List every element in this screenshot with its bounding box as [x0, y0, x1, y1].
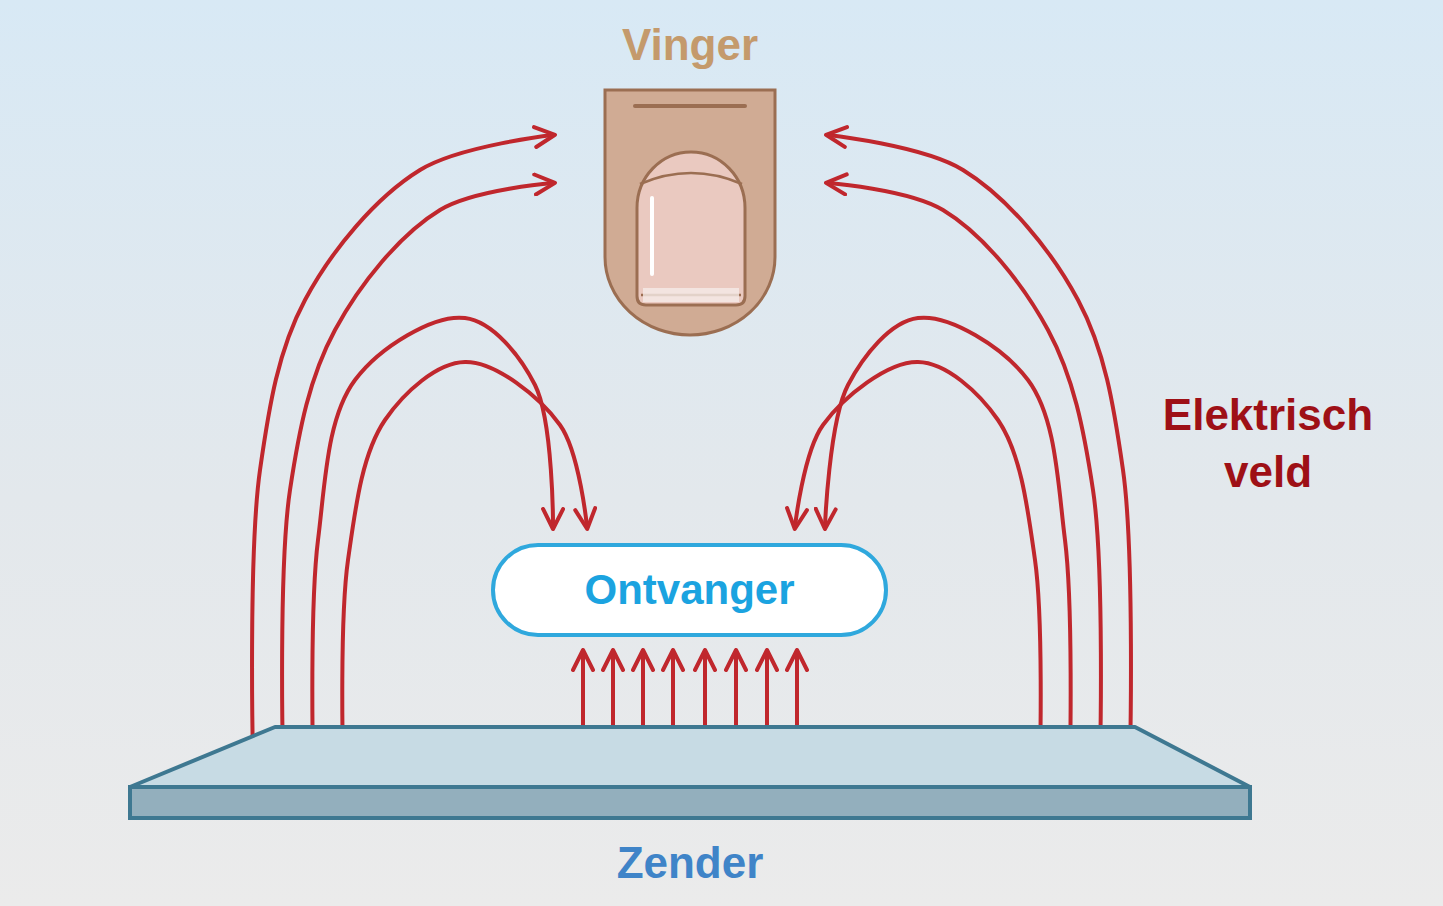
- finger-crease: [635, 104, 745, 108]
- field-line: [252, 135, 553, 757]
- node-label: Zender: [617, 838, 764, 889]
- fingernail: [637, 152, 745, 305]
- finger-node: Vinger: [585, 12, 795, 342]
- text-wrap: Vinger: [585, 20, 795, 71]
- plate-front: [130, 787, 1250, 818]
- nail-tip-fill: [643, 288, 739, 302]
- node-label: Vinger: [622, 20, 758, 71]
- nail-highlight: [650, 198, 654, 274]
- field-line: [828, 135, 1131, 757]
- transmitter-plate: Zender: [125, 720, 1255, 885]
- field-label: Elektrisch veld: [1118, 386, 1418, 500]
- field-line: [825, 318, 1071, 757]
- receiver-box: Ontvanger: [491, 543, 888, 637]
- node-label: Ontvanger: [584, 566, 794, 614]
- field-line: [828, 183, 1101, 757]
- field-line: [282, 183, 553, 757]
- text-wrap: Ontvanger: [495, 547, 884, 633]
- finger-outline: [605, 90, 775, 335]
- text-wrap: Zender: [125, 838, 1255, 889]
- plate-top: [130, 727, 1250, 787]
- nail-edge: [640, 173, 742, 184]
